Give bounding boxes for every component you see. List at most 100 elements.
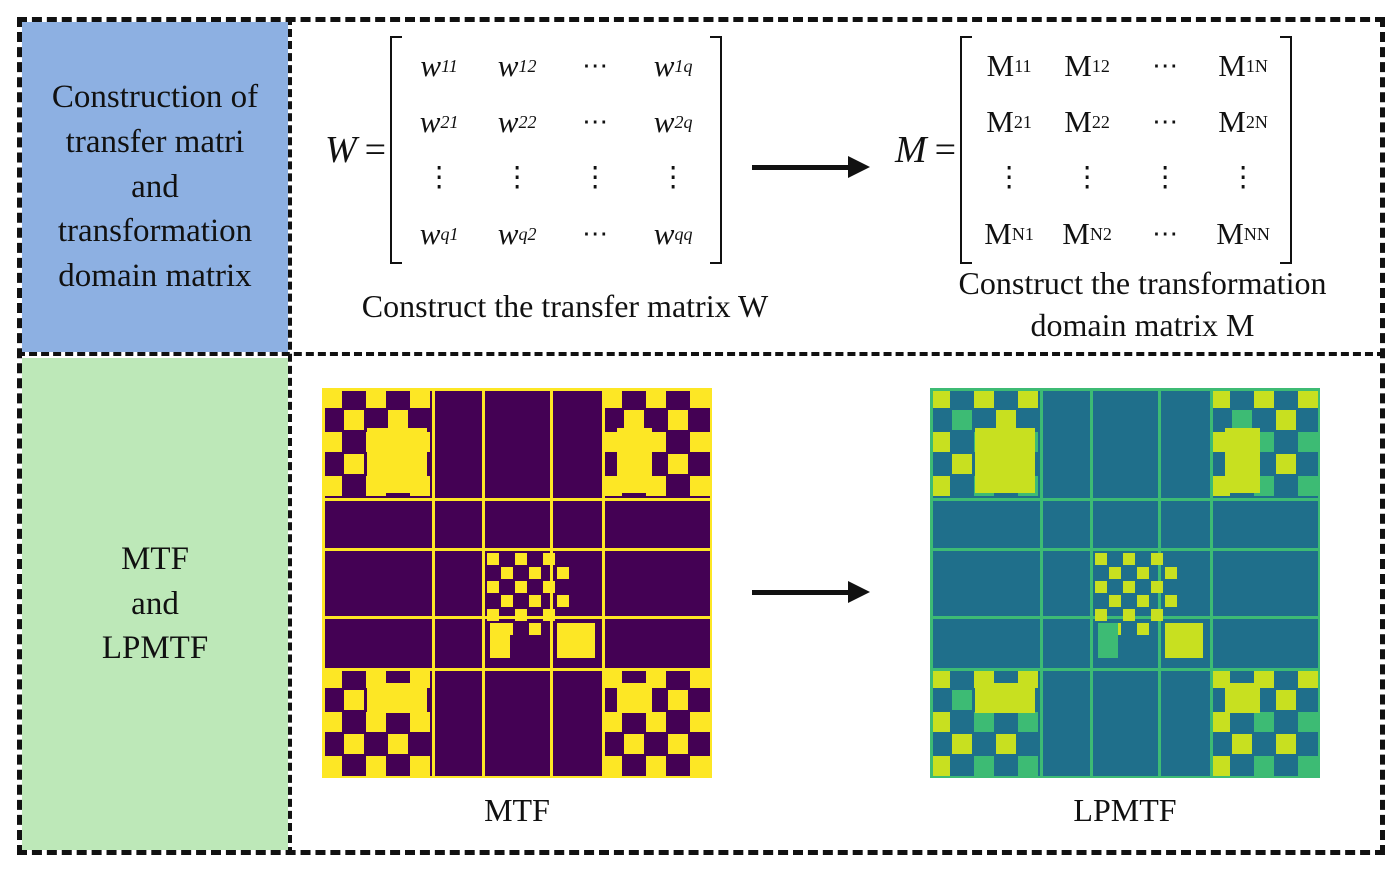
heatmap-cell [646,756,666,776]
caption-transformation-matrix: Construct the transformation domain matr… [915,263,1370,346]
matrix-cell: ⋯ [1152,51,1179,80]
heatmap-cell [668,454,688,474]
heatmap-cell [515,553,527,565]
heatmap-cell [1318,388,1320,778]
heatmap-cell [322,668,712,671]
heatmap-cell [930,388,933,778]
heatmap-cell [410,388,430,408]
heatmap-cell [668,734,688,754]
heatmap-cell [322,548,712,551]
heatmap-cell [1123,581,1135,593]
equals-sign: = [934,129,957,171]
heatmap-cell [1018,756,1038,776]
heatmap-cell [602,756,622,776]
label-line: Construction of [51,78,259,115]
caption-line: domain matrix M [1030,306,1255,343]
heatmap-cell [1095,553,1107,565]
heatmap-cell [952,410,972,430]
heatmap-cell [974,388,994,408]
heatmap-cell [322,712,342,732]
matrix-cell: ⋯ [582,219,609,248]
heatmap-cell [1151,581,1163,593]
heatmap-cell [557,567,569,579]
matrix-cell: ⋯ [1152,107,1179,136]
heatmap-cell [1090,388,1093,778]
heatmap-cell [930,432,950,452]
heatmap-cell [322,668,342,688]
heatmap-cell [1109,567,1121,579]
matrix-m-symbol: M [895,129,927,171]
heatmap-cell [1298,476,1318,496]
heatmap-cell [1109,595,1121,607]
heatmap-cell [1123,553,1135,565]
heatmap-cell [1165,623,1203,658]
heatmap-cell [1018,712,1038,732]
heatmap-cell [1137,623,1149,635]
heatmap-cell [529,623,541,635]
heatmap-cell [432,388,435,778]
heatmap-cell [1225,428,1260,493]
caption-lpmtf: LPMTF [1073,792,1177,828]
heatmap-cell [624,734,644,754]
label-construction: Construction of transfer matri and trans… [22,22,288,352]
heatmap-cell [690,388,710,408]
heatmap-cell [710,388,712,778]
heatmap-cell [602,388,605,778]
heatmap-cell [1151,553,1163,565]
heatmap-cell [930,668,950,688]
heatmap-cell [1137,567,1149,579]
heatmap-cell [930,388,950,408]
heatmap-cell [1298,756,1318,776]
heatmap-cell [529,567,541,579]
lpmtf-image [930,388,1320,778]
heatmap-cell [322,432,342,452]
outer-frame [17,17,1385,855]
heatmap-cell [543,609,555,621]
heatmap-cell [1165,567,1177,579]
heatmap-cell [410,756,430,776]
matrix-cell: ⋮ [1073,161,1102,193]
heatmap-cell [1040,388,1043,778]
heatmap-cell [367,683,427,713]
heatmap-cell [344,410,364,430]
heatmap-cell [322,388,712,391]
matrix-cell: ⋮ [995,161,1024,193]
arrow-top [752,156,870,178]
heatmap-cell [952,454,972,474]
heatmap-cell [1165,595,1177,607]
heatmap-cell [344,734,364,754]
heatmap-cell [690,712,710,732]
label-line: domain matrix [58,258,252,295]
heatmap-cell [602,712,622,732]
heatmap-cell [322,776,712,778]
heatmap-cell [1095,609,1107,621]
heatmap-cell [501,567,513,579]
mtf-image [322,388,712,778]
heatmap-cell [930,476,950,496]
heatmap-cell [322,498,712,501]
heatmap-cell [996,734,1016,754]
heatmap-cell [1276,410,1296,430]
heatmap-cell [1298,388,1318,408]
heatmap-cell [410,712,430,732]
heatmap-cell [1098,623,1118,658]
heatmap-cell [646,388,666,408]
label-line: and [131,168,179,205]
heatmap-cell [930,776,1320,778]
heatmap-cell [690,432,710,452]
matrix-cell: ⋯ [1152,219,1179,248]
matrix-w-symbol: W [325,129,357,171]
heatmap-cell [501,595,513,607]
